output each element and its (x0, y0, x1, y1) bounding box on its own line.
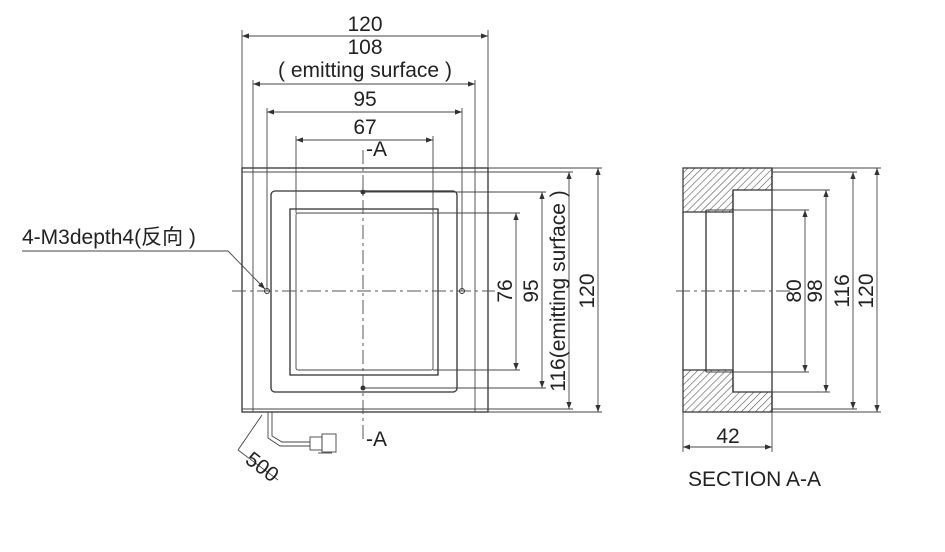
dim-height-95: 95 (520, 279, 543, 302)
top-dimensions: 120 108 ( emitting surface ) 95 67 (241, 13, 489, 291)
dim-height-116-emitting: 116(emitting surface ) (547, 190, 570, 392)
section-mark-top: -A (366, 138, 387, 161)
dim-depth-42: 42 (716, 425, 739, 448)
section-view: 80 98 116 120 42 SECTION A-A (676, 167, 881, 491)
cable-length-500: 500 (241, 448, 283, 487)
dim-80: 80 (783, 279, 806, 302)
hole-callout: 4-M3depth4(反向 ) (22, 226, 266, 290)
dim-inner-67: 67 (353, 116, 376, 139)
hole-callout-text: 4-M3depth4(反向 ) (22, 226, 196, 249)
dim-98: 98 (804, 279, 827, 302)
emitting-surface-note: ( emitting surface ) (278, 59, 452, 82)
dim-height-120: 120 (576, 273, 599, 308)
section-title: SECTION A-A (688, 468, 821, 491)
dim-hole-spacing-95: 95 (353, 88, 376, 111)
window-outer (289, 208, 439, 376)
housing-outline (241, 167, 489, 413)
hatched-wall-bottom (682, 369, 773, 413)
hatched-wall-top (682, 167, 773, 213)
front-view: 120 108 ( emitting surface ) 95 67 76 95 (22, 13, 602, 487)
section-mark-bottom: -A (366, 428, 387, 451)
dim-width-108: 108 (347, 36, 382, 59)
dim-116: 116 (831, 274, 854, 307)
mounting-holes (264, 189, 465, 391)
dim-height-76: 76 (494, 279, 517, 302)
dim-120-section: 120 (855, 273, 878, 308)
dim-width-120: 120 (347, 13, 382, 36)
right-dimensions: 76 95 116(emitting surface ) 120 (363, 167, 602, 413)
cable-connector: 500 (237, 412, 337, 487)
